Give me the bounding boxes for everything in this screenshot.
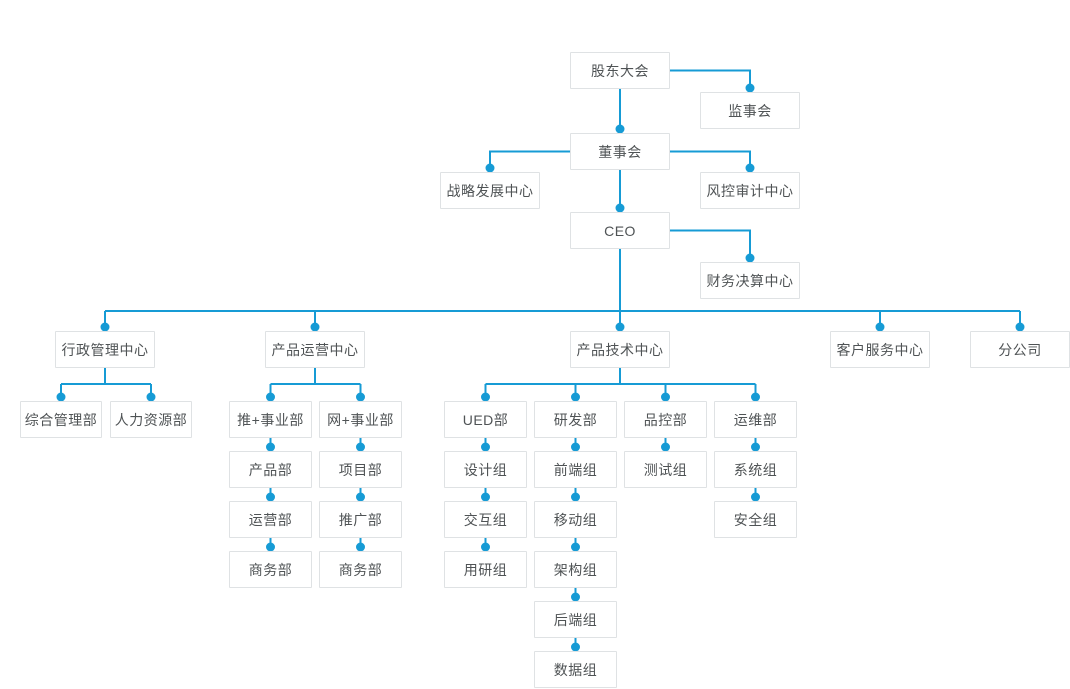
org-node-label: 交互组 (463, 511, 508, 528)
org-node-qc[interactable]: 品控部 (624, 401, 707, 438)
org-node-label: 财务决算中心 (706, 272, 794, 289)
org-node-label: 董事会 (598, 143, 642, 160)
org-node-label: 商务部 (248, 561, 293, 578)
org-node-label: 人力资源部 (114, 411, 188, 428)
org-node-supervisors[interactable]: 监事会 (700, 92, 800, 129)
org-node-label: CEO (604, 222, 636, 239)
org-node-devops[interactable]: 运维部 (714, 401, 797, 438)
org-node-system[interactable]: 系统组 (714, 451, 797, 488)
org-node-label: 推+事业部 (237, 411, 304, 428)
org-node-label: 项目部 (338, 461, 383, 478)
org-node-label: 产品运营中心 (271, 341, 359, 358)
org-node-user_research[interactable]: 用研组 (444, 551, 527, 588)
org-node-label: 客户服务中心 (836, 341, 924, 358)
org-node-backend[interactable]: 后端组 (534, 601, 617, 638)
org-node-security[interactable]: 安全组 (714, 501, 797, 538)
org-node-ued[interactable]: UED部 (444, 401, 527, 438)
org-node-label: 运维部 (733, 411, 778, 428)
org-node-ops_dept[interactable]: 运营部 (229, 501, 312, 538)
org-node-label: 风控审计中心 (706, 182, 794, 199)
org-node-interaction[interactable]: 交互组 (444, 501, 527, 538)
org-node-product_ops[interactable]: 产品运营中心 (265, 331, 365, 368)
org-node-product_tech[interactable]: 产品技术中心 (570, 331, 670, 368)
org-node-label: 综合管理部 (24, 411, 98, 428)
org-node-label: 用研组 (463, 561, 508, 578)
org-node-admin[interactable]: 行政管理中心 (55, 331, 155, 368)
org-node-label: 战略发展中心 (446, 182, 534, 199)
org-node-label: 后端组 (553, 611, 598, 628)
org-node-tui_bu[interactable]: 推+事业部 (229, 401, 312, 438)
org-node-hr[interactable]: 人力资源部 (110, 401, 192, 438)
org-node-label: 产品技术中心 (576, 341, 664, 358)
org-node-label: 测试组 (643, 461, 688, 478)
org-node-wang_bu[interactable]: 网+事业部 (319, 401, 402, 438)
org-node-label: 品控部 (643, 411, 688, 428)
org-node-board[interactable]: 董事会 (570, 133, 670, 170)
org-node-label: 股东大会 (591, 62, 649, 79)
org-node-biz_dept_tui[interactable]: 商务部 (229, 551, 312, 588)
org-node-label: 运营部 (248, 511, 293, 528)
org-node-product_dept[interactable]: 产品部 (229, 451, 312, 488)
org-node-data[interactable]: 数据组 (534, 651, 617, 688)
org-node-label: 产品部 (248, 461, 293, 478)
org-node-label: 前端组 (553, 461, 598, 478)
org-node-label: 商务部 (338, 561, 383, 578)
org-node-shareholders[interactable]: 股东大会 (570, 52, 670, 89)
org-node-architecture[interactable]: 架构组 (534, 551, 617, 588)
org-node-biz_dept_wang[interactable]: 商务部 (319, 551, 402, 588)
org-node-label: 设计组 (463, 461, 508, 478)
org-node-rnd[interactable]: 研发部 (534, 401, 617, 438)
org-node-design[interactable]: 设计组 (444, 451, 527, 488)
org-node-risk[interactable]: 风控审计中心 (700, 172, 800, 209)
org-node-promo_dept[interactable]: 推广部 (319, 501, 402, 538)
org-node-label: 研发部 (553, 411, 598, 428)
org-node-customer_service[interactable]: 客户服务中心 (830, 331, 930, 368)
org-node-label: 监事会 (728, 102, 772, 119)
org-node-label: 架构组 (553, 561, 598, 578)
org-node-label: 行政管理中心 (61, 341, 149, 358)
org-node-label: 数据组 (553, 661, 598, 678)
org-node-finance[interactable]: 财务决算中心 (700, 262, 800, 299)
org-node-label: 移动组 (553, 511, 598, 528)
org-node-ceo[interactable]: CEO (570, 212, 670, 249)
org-node-project_dept[interactable]: 项目部 (319, 451, 402, 488)
org-node-testing[interactable]: 测试组 (624, 451, 707, 488)
org-node-mobile[interactable]: 移动组 (534, 501, 617, 538)
org-node-general_mgmt[interactable]: 综合管理部 (20, 401, 102, 438)
org-node-label: 推广部 (338, 511, 383, 528)
org-node-label: 安全组 (733, 511, 778, 528)
org-node-label: UED部 (462, 411, 509, 428)
org-node-label: 系统组 (733, 461, 778, 478)
org-node-label: 网+事业部 (327, 411, 394, 428)
org-node-branch[interactable]: 分公司 (970, 331, 1070, 368)
org-node-label: 分公司 (998, 341, 1042, 358)
org-node-strategy[interactable]: 战略发展中心 (440, 172, 540, 209)
org-node-frontend[interactable]: 前端组 (534, 451, 617, 488)
